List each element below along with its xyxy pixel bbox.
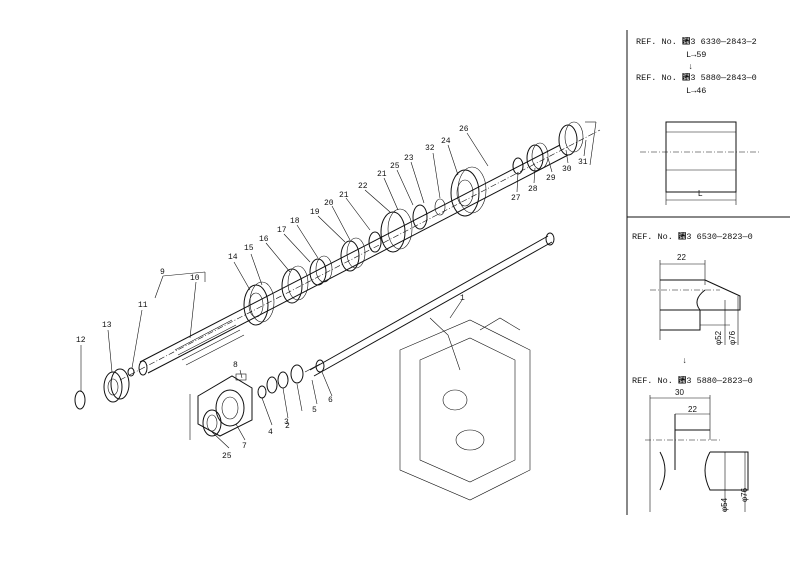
- callout-30: 30: [562, 165, 572, 174]
- snap-ring-12: [74, 390, 86, 410]
- ref3-dim-76: φ76: [740, 487, 749, 502]
- callout-25: 25: [390, 162, 400, 171]
- callout-21: 21: [339, 191, 349, 200]
- ref2-dim-22: 22: [677, 253, 686, 262]
- callout-19: 19: [310, 208, 320, 217]
- ref-panel-3: REF. No. ␵3 5880—2823—0 30 22 φ54 φ76: [632, 376, 753, 512]
- callout-21b: 21: [377, 170, 387, 179]
- collar-drawing-3: 30 22 φ54 φ76: [645, 388, 749, 512]
- collar-drawing-2: 22 φ52 φ76: [650, 253, 741, 345]
- callout-14: 14: [228, 253, 238, 262]
- callout-12: 12: [76, 336, 86, 345]
- callout-2: 2: [285, 422, 290, 431]
- gear-16: [281, 265, 309, 304]
- ring-21: [368, 231, 382, 253]
- reference-panels: REF. No. ␵3 6330—2843—2 L→59 ↓ REF. No. …: [626, 30, 790, 515]
- callout-9: 9: [160, 268, 165, 277]
- ref-panel-1: REF. No. ␵3 6330—2843—2 L→59 ↓ REF. No. …: [636, 37, 760, 205]
- callout-8: 8: [233, 361, 238, 370]
- ref2-dim-76: φ76: [728, 330, 737, 345]
- gear-20: [340, 237, 366, 272]
- callout-22: 22: [358, 182, 368, 191]
- callout-25b: 25: [222, 452, 232, 461]
- callout-10: 10: [190, 274, 200, 283]
- callout-18: 18: [290, 217, 300, 226]
- callout-labels: 1 2 3 3 4 5 6 7 8 9 10 11 12 13 14 15 16…: [76, 125, 588, 461]
- ref1-dim-L: L: [698, 189, 703, 198]
- ref2-arrow: ↓: [682, 356, 687, 366]
- ref-panel-2: REF. No. ␵3 6530—2823—0 22 φ52 φ76 ↓: [632, 232, 753, 366]
- callout-17: 17: [277, 226, 287, 235]
- ref1-line3: REF. No. ␵3 5880—2843—0: [636, 73, 757, 83]
- callout-11: 11: [138, 301, 148, 310]
- leader-lines: [80, 132, 587, 449]
- callout-29: 29: [546, 174, 556, 183]
- counter-shaft: [304, 232, 555, 377]
- washers-2-6: [257, 359, 325, 399]
- callout-6: 6: [328, 396, 333, 405]
- callout-20: 20: [324, 199, 334, 208]
- callout-1: 1: [460, 294, 465, 303]
- ref3-line1: REF. No. ␵3 5880—2823—0: [632, 376, 753, 386]
- callout-32: 32: [425, 144, 435, 153]
- ring-23: [412, 198, 446, 230]
- gear-14: [243, 281, 275, 326]
- callout-13: 13: [102, 321, 112, 330]
- callout-23: 23: [404, 154, 414, 163]
- bearing-13: [103, 368, 130, 403]
- main-shaft: [119, 129, 601, 381]
- ref2-dim-52: φ52: [714, 330, 723, 345]
- exploded-view: 1 2 3 3 4 5 6 7 8 9 10 11 12 13 14 15 16…: [74, 121, 601, 501]
- ref2-line1: REF. No. ␵3 6530—2823—0: [632, 232, 753, 242]
- ref3-dim-54: φ54: [720, 497, 729, 512]
- ref1-line4: L→46: [686, 86, 706, 96]
- ref1-line2: L→59: [686, 50, 706, 60]
- callout-7: 7: [242, 442, 247, 451]
- callout-24: 24: [441, 137, 451, 146]
- callout-4: 4: [268, 428, 273, 437]
- callout-3b: 3: [284, 418, 289, 427]
- callout-28: 28: [528, 185, 538, 194]
- collar-18: [309, 255, 333, 286]
- callout-15: 15: [244, 244, 254, 253]
- callout-5: 5: [312, 406, 317, 415]
- callout-27: 27: [511, 194, 521, 203]
- ref3-dim-30: 30: [675, 388, 684, 397]
- callout-26: 26: [459, 125, 469, 134]
- collar-drawing-1: L: [640, 121, 760, 205]
- housing-7: [189, 373, 253, 440]
- gear-28: [512, 142, 549, 175]
- callout-16: 16: [259, 235, 269, 244]
- gear-22: [380, 208, 413, 253]
- ref1-line1: REF. No. ␵3 6330—2843—2: [636, 37, 757, 47]
- transmission-case: [399, 317, 531, 501]
- ref1-arrow: ↓: [688, 62, 693, 72]
- callout-31: 31: [578, 158, 588, 167]
- ref3-dim-22: 22: [688, 405, 697, 414]
- gear-30: [558, 121, 597, 166]
- gear-24: [450, 166, 487, 217]
